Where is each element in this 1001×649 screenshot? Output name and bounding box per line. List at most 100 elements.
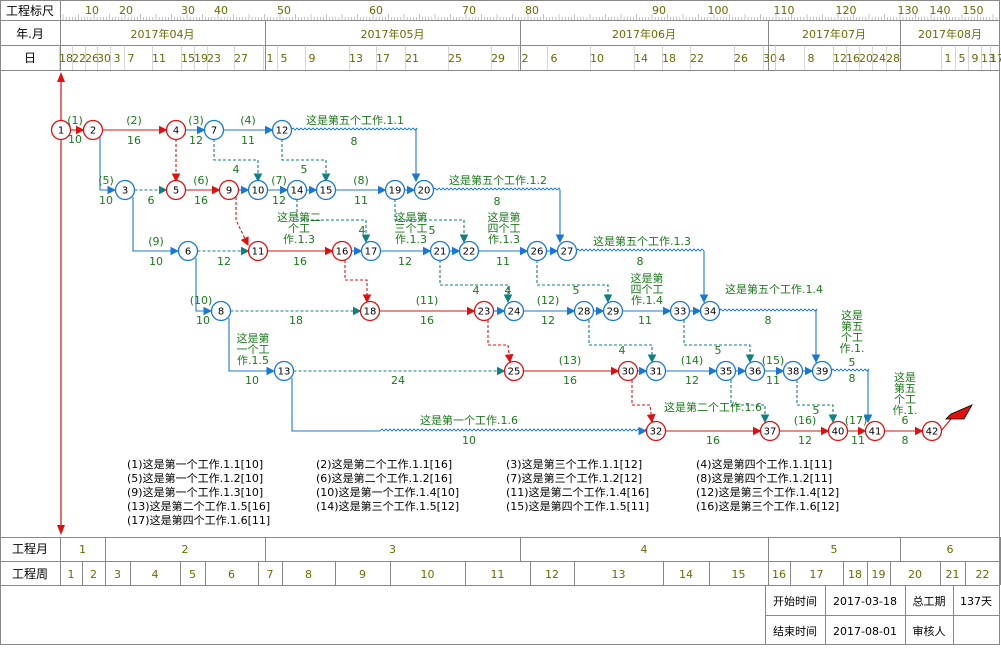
event-node: 6 (177, 240, 199, 262)
activity-label: 24 (391, 374, 405, 387)
event-node-number: 15 (320, 186, 333, 197)
event-node-circle (203, 119, 225, 141)
activity-label: 10 (149, 255, 163, 268)
event-node-number: 29 (607, 307, 620, 318)
day-label: 3 (114, 52, 121, 65)
total-duration-label: 总工期 (913, 594, 946, 608)
activity-label: 5 (715, 344, 722, 357)
activity-arrow (683, 320, 755, 364)
day-label: 20 (859, 52, 873, 65)
event-node-circle (503, 300, 525, 322)
activity-label: 12 (272, 194, 286, 207)
day-label: 1 (945, 52, 952, 65)
activity-label: (7) (271, 174, 287, 187)
activity-label: 这是第一个工作.1.5 (237, 331, 270, 367)
event-node: 28 (573, 300, 595, 322)
activity-label: (4) (240, 114, 256, 127)
event-node-circle (177, 240, 199, 262)
project-week-value: 22 (976, 568, 990, 581)
month-label: 2017年08月 (918, 27, 982, 41)
day-label: 8 (808, 52, 815, 65)
activity-label: (6) (193, 174, 209, 187)
project-month-value: 5 (831, 543, 838, 556)
free-float-wave (830, 368, 870, 372)
free-float-wave (432, 187, 561, 191)
activity-label: 这是第二个工作.1.3 (277, 210, 321, 246)
event-node-circle (921, 420, 943, 442)
activity-label: 16 (127, 134, 141, 147)
activity-label: 8 (849, 372, 856, 385)
event-node: 10 (247, 179, 269, 201)
event-node-number: 9 (226, 186, 232, 197)
activity-label: 4 (505, 284, 512, 297)
project-week-value: 6 (228, 568, 235, 581)
day-label: 4 (779, 52, 786, 65)
event-node: 41 (864, 420, 886, 442)
day-label: 10 (590, 52, 604, 65)
project-week-value: 20 (908, 568, 922, 581)
legend-item: (16)这是第三个工作.1.6[12] (696, 499, 839, 513)
activity-label: 16 (293, 255, 307, 268)
event-node-number: 33 (674, 307, 687, 318)
event-node: 34 (699, 300, 721, 322)
activity-label: 12 (798, 434, 812, 447)
end-time-label: 结束时间 (773, 625, 817, 638)
event-node-number: 40 (832, 427, 845, 438)
event-node-circle (359, 300, 381, 322)
day-label: 19 (194, 52, 208, 65)
project-week-value: 10 (421, 568, 435, 581)
event-node: 37 (759, 420, 781, 442)
event-node-circle (210, 300, 232, 322)
event-node-number: 26 (531, 247, 544, 258)
day-label: 24 (872, 52, 886, 65)
legend-item: (6)这是第二个工作.1.2[16] (316, 471, 452, 485)
scale-tick: 50 (277, 4, 291, 17)
legend-item: (8)这是第四个工作.1.2[11] (696, 471, 832, 485)
activity-arrows (70, 125, 952, 436)
activity-label: 8 (351, 135, 358, 148)
activity-label: 16 (194, 194, 208, 207)
activity-label: 6 (902, 414, 909, 427)
legend-item: (5)这是第一个工作.1.2[10] (127, 471, 263, 485)
activity-label: 5 (813, 404, 820, 417)
day-label: 17 (990, 52, 1001, 65)
event-node-circle (526, 240, 548, 262)
event-node: 33 (669, 300, 691, 322)
activity-arrow (588, 320, 657, 364)
activity-label: 12 (541, 314, 555, 327)
project-week-value: 2 (90, 568, 97, 581)
scale-row-label: 工程标尺 (6, 3, 54, 18)
event-node-circle (360, 240, 382, 262)
activity-arrow (536, 260, 613, 304)
start-time-arrow-down (57, 525, 65, 535)
month-row-label: 年.月 (16, 27, 44, 41)
event-node-circle (759, 420, 781, 442)
event-node-number: 18 (364, 307, 377, 318)
end-time-value: 2017-08-01 (833, 625, 897, 638)
event-node-number: 22 (463, 247, 476, 258)
activity-legend: (1)这是第一个工作.1.1[10](2)这是第二个工作.1.1[16](3)这… (127, 457, 839, 527)
event-node: 16 (331, 240, 353, 262)
activity-label: (9) (148, 235, 164, 248)
activity-label: 5 (573, 284, 580, 297)
scale-tick: 90 (652, 4, 666, 17)
activity-label: 这是第四个工作.1.4 (631, 271, 664, 307)
event-node-circle (384, 179, 406, 201)
scale-tick: 130 (898, 4, 919, 17)
legend-item: (3)这是第三个工作.1.1[12] (506, 457, 642, 471)
activity-label: 10 (68, 133, 82, 146)
event-node: 26 (526, 240, 548, 262)
month-label: 2017年05月 (361, 27, 425, 41)
event-node-number: 23 (478, 307, 491, 318)
scale-tick: 80 (525, 4, 539, 17)
activity-label: 4 (359, 224, 366, 237)
event-node-circle (247, 179, 269, 201)
activity-label: (3) (188, 114, 204, 127)
event-node-number: 21 (434, 247, 447, 258)
event-node-number: 1 (58, 126, 64, 137)
event-node-number: 24 (508, 307, 521, 318)
event-node-number: 7 (211, 126, 217, 137)
